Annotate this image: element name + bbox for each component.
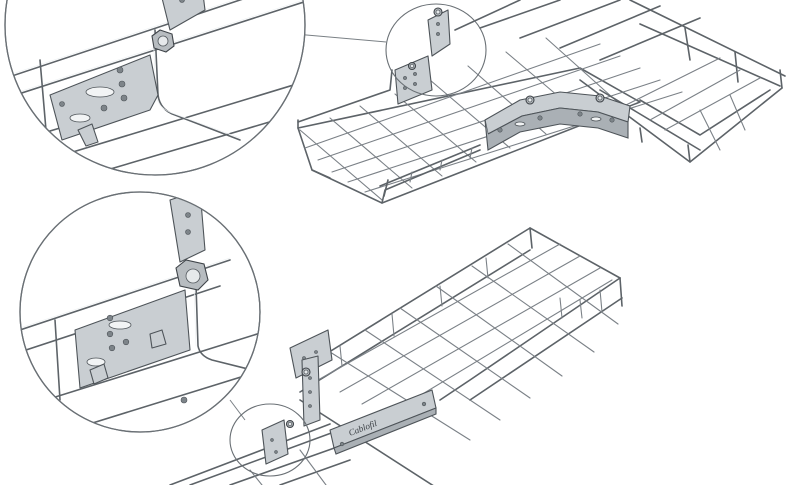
hex-bolt xyxy=(301,367,311,377)
hex-bolt xyxy=(175,259,209,291)
hex-bolt xyxy=(525,95,535,105)
detail-marker-circle xyxy=(229,403,311,477)
hex-bolt xyxy=(407,61,417,71)
straight-tray-with-angle-splice: Cablofil xyxy=(169,227,623,485)
hex-bolt xyxy=(433,7,443,17)
tee-junction-tray xyxy=(297,0,786,204)
detail-marker-circle xyxy=(385,3,487,97)
hex-bolt xyxy=(595,93,605,103)
top-zoom-detail xyxy=(4,0,306,176)
bottom-zoom-detail xyxy=(19,191,261,433)
callout-leader-line xyxy=(294,33,387,43)
hex-bolt xyxy=(151,29,175,53)
callout-leader-line xyxy=(229,399,246,421)
hex-bolt xyxy=(285,419,295,429)
